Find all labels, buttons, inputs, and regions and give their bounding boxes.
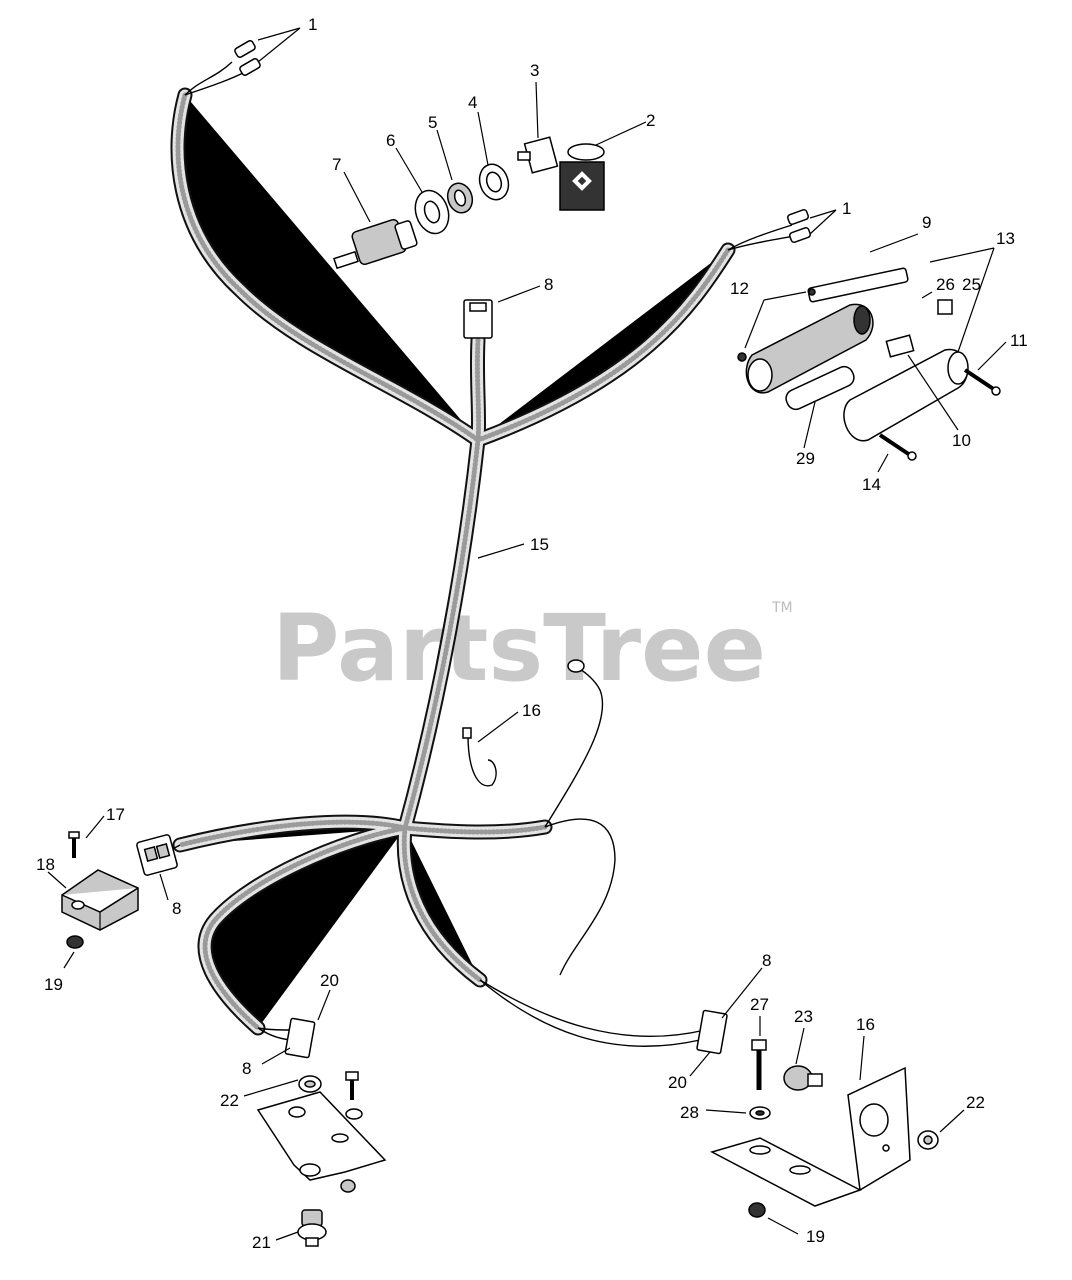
callout-17: 17	[106, 805, 125, 824]
watermark-trademark: TM	[771, 600, 793, 616]
callout-4: 4	[468, 93, 477, 112]
callout-19-right: 19	[806, 1227, 825, 1246]
callout-29: 29	[796, 449, 815, 468]
callout-26: 26	[936, 275, 955, 294]
handle-9	[807, 267, 909, 303]
callout-numbers: 1 2 3 4 5 6 7 1 8 9 13 26 25 12 11 10 29…	[36, 15, 1028, 1252]
lockwasher-6	[414, 189, 450, 235]
callout-1-right: 1	[842, 199, 851, 218]
callout-8-bottom: 8	[242, 1059, 251, 1078]
screw-17	[68, 831, 80, 858]
callout-10: 10	[952, 431, 971, 450]
callout-22-right: 22	[966, 1093, 985, 1112]
screw-14	[878, 433, 917, 461]
callout-20-right: 20	[668, 1073, 687, 1092]
bolt-plate-left	[345, 1071, 363, 1120]
relay-18	[61, 869, 139, 931]
callout-3: 3	[530, 61, 539, 80]
callout-18: 18	[36, 855, 55, 874]
sensor-23	[783, 1065, 823, 1091]
nut-5	[446, 182, 474, 214]
callout-12: 12	[730, 279, 749, 298]
clip-25	[937, 299, 953, 315]
callout-2: 2	[646, 111, 655, 130]
callout-22-left: 22	[220, 1091, 239, 1110]
nut-plate-left	[340, 1179, 356, 1193]
harness-wires	[164, 61, 796, 1047]
callout-25: 25	[962, 275, 981, 294]
callout-6: 6	[386, 131, 395, 150]
callout-13: 13	[996, 229, 1015, 248]
nut-19-right	[748, 1202, 766, 1218]
connector-20-left	[284, 1017, 316, 1059]
pin-26	[921, 291, 933, 299]
housing-13-left	[745, 303, 874, 394]
terminal-1-top	[234, 40, 261, 76]
bezel-4	[478, 163, 510, 201]
terminal-1-right	[786, 208, 812, 244]
housing-13-right	[843, 348, 969, 442]
callout-28: 28	[680, 1103, 699, 1122]
nut-22-left	[298, 1075, 322, 1093]
callout-16-right: 16	[856, 1015, 875, 1034]
leader-lines	[47, 27, 1007, 1241]
callout-21: 21	[252, 1233, 271, 1252]
connector-8-left	[136, 834, 178, 876]
connector-8-top	[463, 299, 493, 339]
screw-11	[963, 368, 1001, 396]
ball-12	[737, 288, 816, 362]
callout-15: 15	[530, 535, 549, 554]
callout-19-left: 19	[44, 975, 63, 994]
washer-28	[749, 1106, 771, 1120]
switch-body-3	[517, 136, 559, 174]
callout-14: 14	[862, 475, 881, 494]
ground-wire-16	[462, 659, 585, 787]
callout-9: 9	[922, 213, 931, 232]
bracket-plate-left	[256, 1091, 387, 1181]
nut-22-right	[917, 1130, 939, 1150]
connector-8-20-right	[696, 1009, 728, 1055]
callout-16-middle: 16	[522, 701, 541, 720]
callout-7: 7	[332, 155, 341, 174]
callout-1-top: 1	[308, 15, 317, 34]
shaft-29	[785, 365, 855, 411]
nut-19-left	[66, 935, 84, 949]
microswitch-10	[885, 334, 915, 358]
callout-8-left: 8	[172, 899, 181, 918]
switch-21	[297, 1209, 327, 1247]
callout-11: 11	[1010, 331, 1028, 350]
callout-8-top: 8	[544, 275, 553, 294]
partstree-watermark: PartsTree	[272, 595, 766, 702]
callout-27: 27	[750, 995, 769, 1014]
callout-8-right: 8	[762, 951, 771, 970]
switch-7	[333, 218, 418, 270]
callout-20-left: 20	[320, 971, 339, 990]
bolt-27	[751, 1039, 767, 1090]
callout-5: 5	[428, 113, 437, 132]
decal-2	[559, 143, 605, 211]
callout-23: 23	[794, 1007, 813, 1026]
wiring-harness	[178, 95, 728, 1028]
bracket-16-right	[710, 1066, 911, 1207]
